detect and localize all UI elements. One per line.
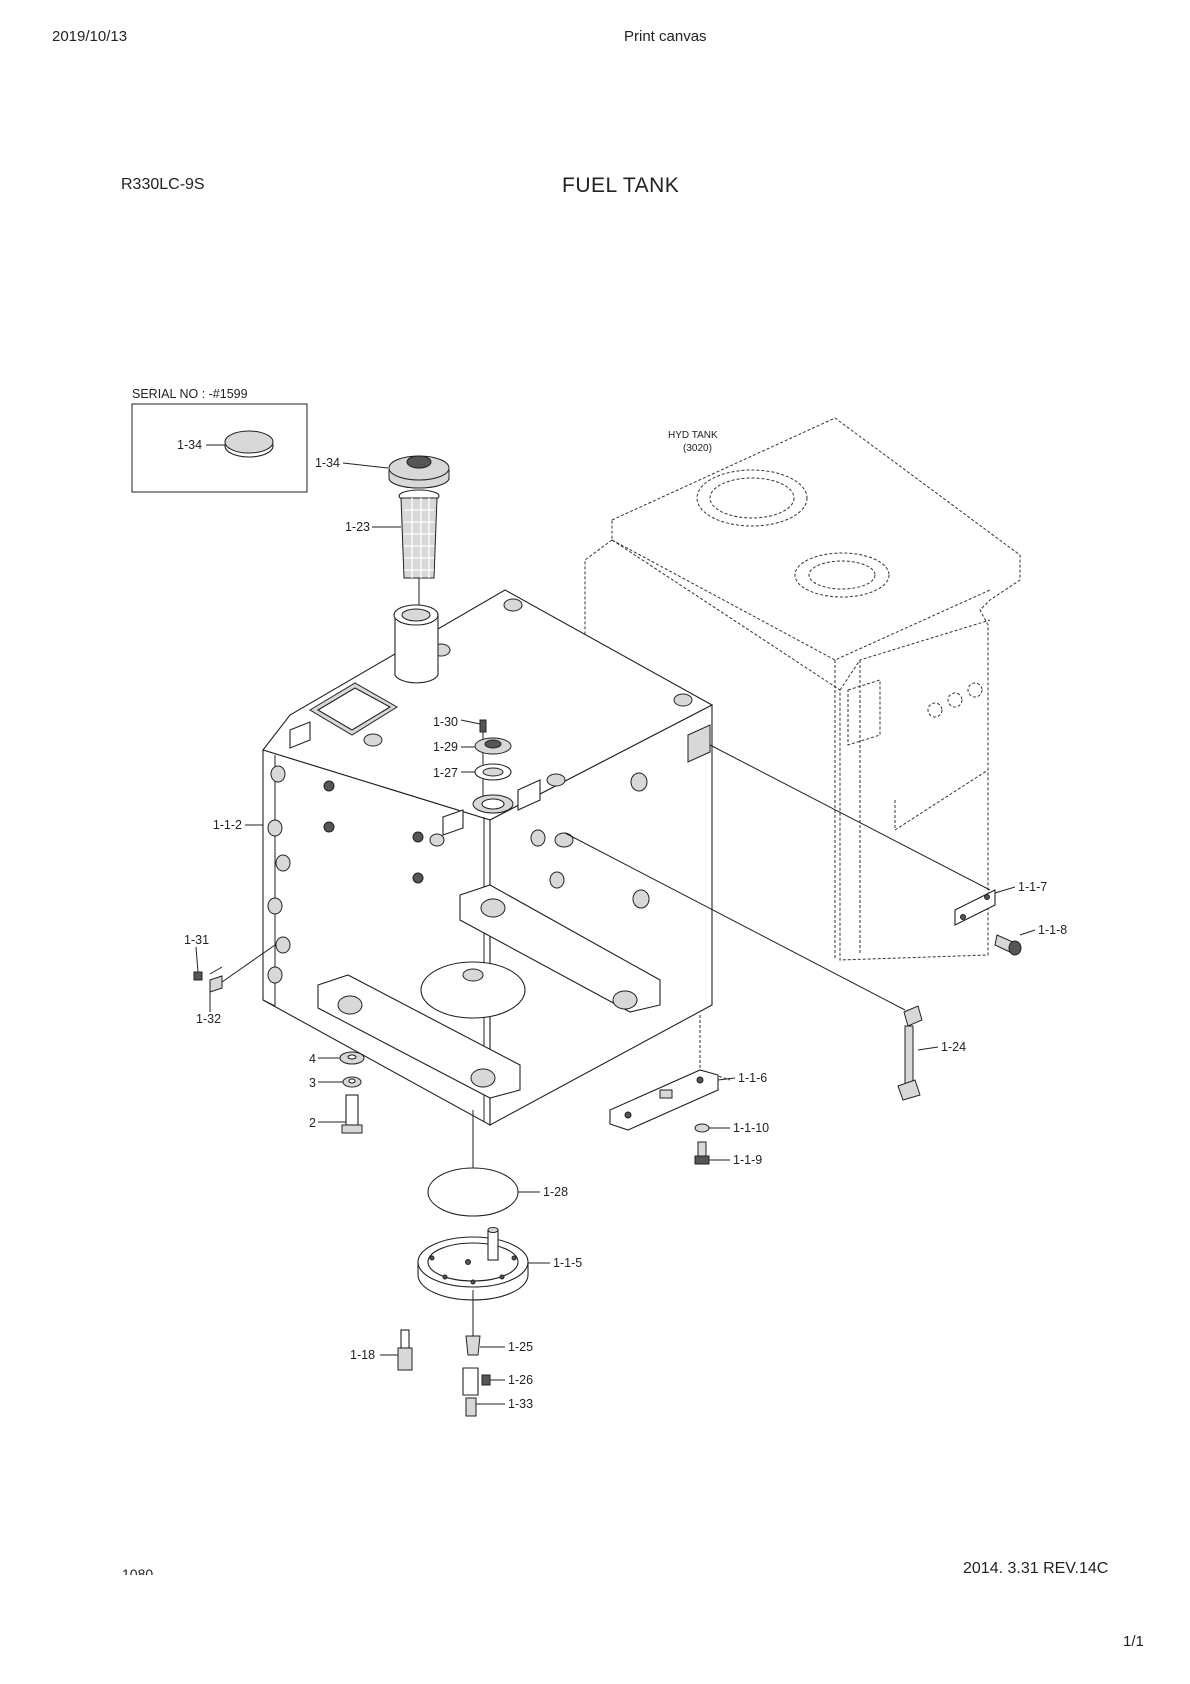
model-number: R330LC-9S [121,176,205,193]
fuel-tank-body [262,589,714,1126]
tank-right-face [489,704,713,1126]
print-title: Print canvas [624,28,707,45]
stay-link: 1-24 [564,832,966,1101]
hyd-tank-code: (3020) [683,443,712,454]
label-3: 3 [309,1076,316,1090]
label-1-1-7: 1-1-7 [1018,880,1047,894]
hyd-port-small [794,552,890,598]
fuel-cap: 1-34 [315,455,450,489]
label-1-33: 1-33 [508,1397,533,1411]
fuel-sender-stack: 1-30 1-29 1-27 [433,715,514,814]
hyd-tank: HYD TANK (3020) [584,417,1021,1081]
serial-inset: SERIAL NO : -#1599 1-34 [131,387,308,493]
label-1-28: 1-28 [543,1185,568,1199]
label-1-1-6: 1-1-6 [738,1071,767,1085]
boss-fittings [267,765,650,1088]
label-1-1-5: 1-1-5 [553,1256,582,1270]
label-1-1-2: 1-1-2 [213,818,242,832]
serial-note: SERIAL NO : -#1599 [132,387,248,401]
label-inset-1-34: 1-34 [177,438,202,452]
mount-hardware: 4 3 2 [309,1051,365,1134]
gasket [427,1167,519,1217]
bottom-flange [420,961,526,1019]
label-4: 4 [309,1052,316,1066]
strainer: 1-23 [345,489,440,605]
label-1-29: 1-29 [433,740,458,754]
tank-bracket: 1-1-7 1-1-8 [709,744,1067,956]
mount-bracket: 1-1-6 1-1-10 1-1-9 [609,1069,769,1167]
label-1-32: 1-32 [196,1012,221,1026]
label-1-27: 1-27 [433,766,458,780]
bottom-cover: 1-1-5 [417,1227,582,1301]
page-number: 1/1 [1123,1633,1144,1650]
label-1-18: 1-18 [350,1348,375,1362]
hyd-port-large [696,469,808,527]
label-1-26: 1-26 [508,1373,533,1387]
top-fittings [363,598,693,848]
print-date: 2019/10/13 [52,28,128,45]
label-1-24: 1-24 [941,1040,966,1054]
bottom-fittings: 1-18 1-25 1-26 1-33 [350,1290,533,1417]
filler-neck [394,615,439,684]
label-1-30: 1-30 [433,715,458,729]
skid-rail-left [317,974,521,1099]
drawing-title: FUEL TANK [562,174,680,197]
side-drain-fittings: 1-31 1-32 [184,933,276,1026]
inset-cap-top [224,430,274,454]
label-1-1-8: 1-1-8 [1038,923,1067,937]
label-1-34: 1-34 [315,456,340,470]
label-1-1-10: 1-1-10 [733,1121,769,1135]
label-1-1-9: 1-1-9 [733,1153,762,1167]
label-1-23: 1-23 [345,520,370,534]
label-1-25: 1-25 [508,1340,533,1354]
hyd-tank-name: HYD TANK [668,430,718,441]
label-2: 2 [309,1116,316,1130]
serial-inset-box [131,403,308,493]
label-1-31: 1-31 [184,933,209,947]
page-code: 1080 [122,1566,154,1575]
revision-date: 2014. 3.31 REV.14C [963,1560,1109,1577]
skid-rail-right [459,884,661,1013]
